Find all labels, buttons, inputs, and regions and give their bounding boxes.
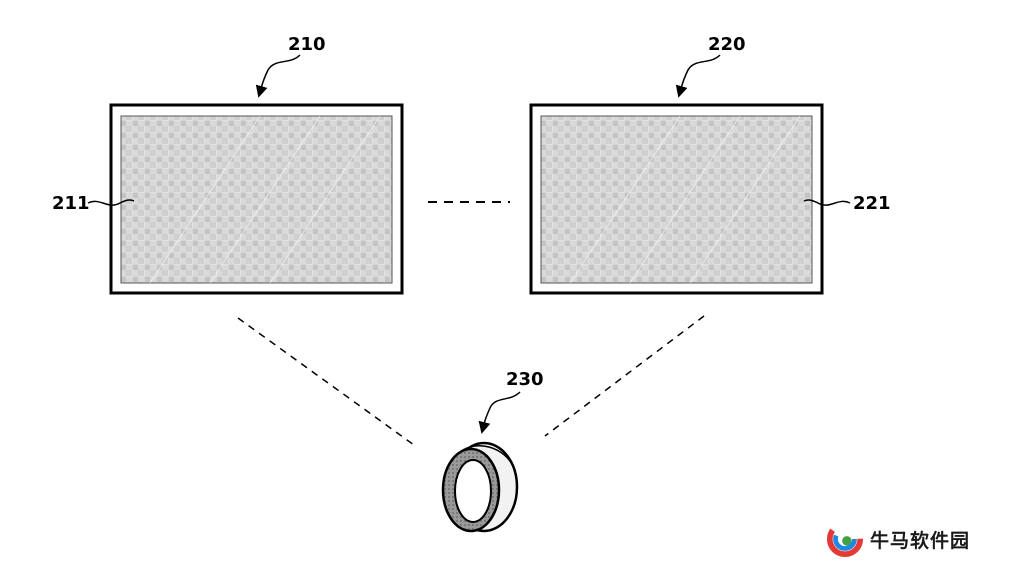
leader-221 <box>803 199 851 206</box>
dashed-line-right <box>544 315 705 437</box>
screen-left <box>120 115 393 284</box>
leader-230 <box>478 391 521 434</box>
watermark: 牛马软件园 <box>826 519 970 559</box>
screen-right <box>540 115 813 284</box>
watermark-text: 牛马软件园 <box>870 529 971 552</box>
logo-swirl-icon <box>826 520 864 558</box>
label-221: 221 <box>853 193 891 214</box>
leader-220 <box>675 54 721 98</box>
label-210: 210 <box>288 34 326 55</box>
label-230: 230 <box>506 369 544 390</box>
label-211: 211 <box>52 193 90 214</box>
display-right <box>529 103 824 295</box>
ring-device <box>441 441 519 533</box>
label-220: 220 <box>708 34 746 55</box>
dashed-line-left <box>237 317 415 446</box>
display-left <box>109 103 404 295</box>
leader-210 <box>255 54 301 98</box>
leader-211 <box>87 199 135 206</box>
